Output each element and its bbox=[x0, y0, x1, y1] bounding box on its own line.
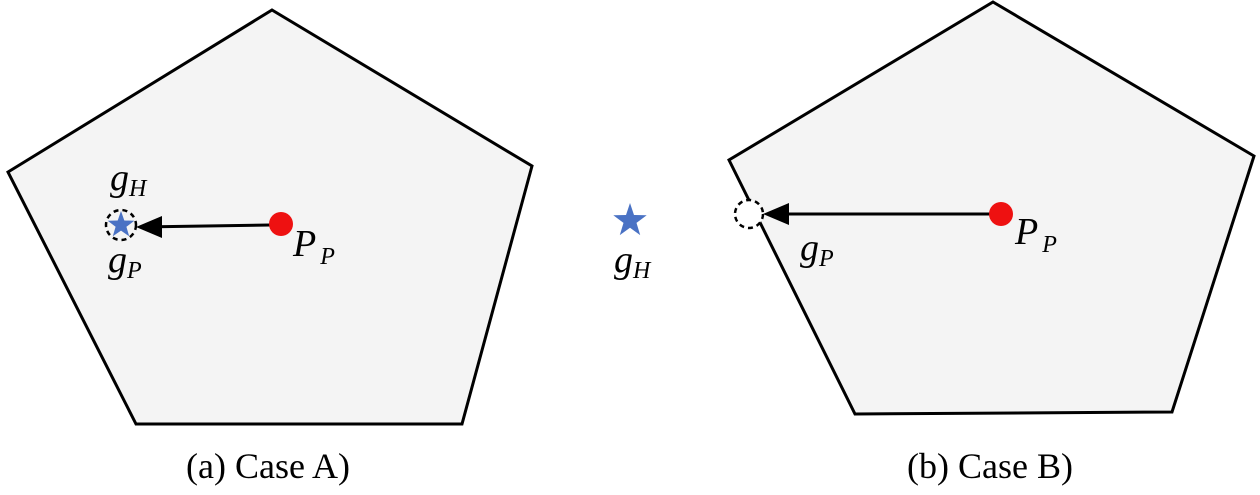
case-b-gh-label: gH bbox=[614, 239, 652, 284]
case-a-dashed-circle-icon bbox=[104, 208, 138, 242]
case-b-gp-label: gP bbox=[800, 227, 834, 272]
case-a-star-icon bbox=[107, 211, 135, 237]
case-b-dashed-circle-icon bbox=[733, 198, 765, 230]
case-b-star-icon bbox=[613, 203, 647, 236]
case-b-arrowhead bbox=[763, 203, 789, 225]
case-b-caption: (b) Case B) bbox=[907, 446, 1073, 486]
case-b-goal: gH bbox=[613, 203, 652, 284]
case-a-gh-label: gH bbox=[110, 157, 148, 202]
case-a-gp-label: gP bbox=[108, 239, 142, 284]
case-a-caption: (a) Case A) bbox=[186, 446, 350, 486]
case-b-red-dot-icon bbox=[989, 202, 1013, 226]
case-a-arrowhead bbox=[136, 216, 162, 238]
case-a-pentagon bbox=[6, 8, 534, 426]
case-a-red-dot-icon bbox=[269, 212, 293, 236]
